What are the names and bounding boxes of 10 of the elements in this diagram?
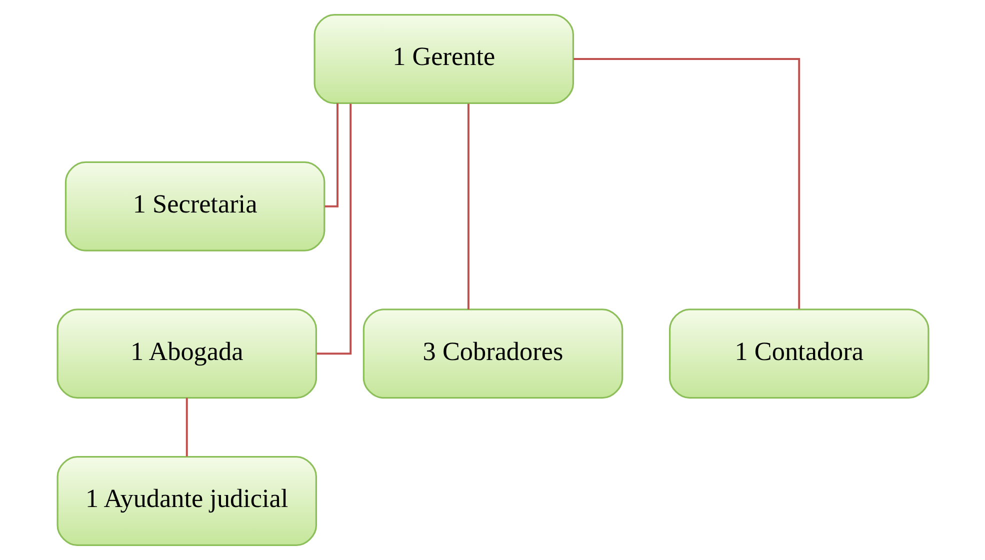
- node-box: 1 Contadora: [668, 308, 929, 399]
- connector: [316, 104, 352, 355]
- node-box: 3 Cobradores: [362, 308, 623, 399]
- node-box: 1 Secretaria: [64, 161, 325, 252]
- node-box: 1 Gerente: [313, 14, 574, 104]
- node-box: 1 Abogada: [56, 308, 317, 399]
- connector: [466, 104, 469, 310]
- node-box: 1 Ayudante judicial: [56, 456, 317, 546]
- connector: [185, 398, 188, 456]
- connector: [573, 58, 800, 309]
